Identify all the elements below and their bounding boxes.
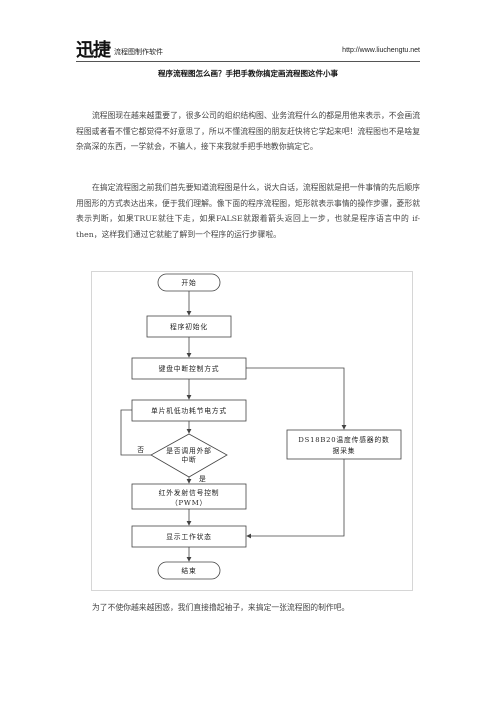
node-end-label: 结束 — [181, 566, 196, 575]
page-header: 迅捷 流程图制作软件 http://www.liuchengtu.net — [76, 36, 420, 61]
paragraph-intro: 流程图现在越来越重要了，很多公司的组织结构图、业务流程什么的都是用他来表示，不会… — [76, 111, 420, 151]
node-decision — [150, 433, 228, 478]
node-ir — [131, 483, 247, 510]
page-title: 程序流程图怎么画？手把手教你搞定画流程图这件小事 — [158, 69, 338, 78]
node-init-label: 程序初始化 — [170, 322, 208, 331]
node-ir-line1: 红外发射信号控制 — [159, 488, 220, 497]
node-end — [157, 561, 221, 580]
node-ir-line2: （PWM） — [171, 499, 207, 507]
header-divider — [76, 61, 420, 62]
flowchart: 开始 程序初始化 键盘中断控制方式 单片机低功耗节电方式 是否调用外部 中断 否… — [91, 271, 413, 591]
node-sensor-line1: DS18B20温度传感器的数 — [298, 435, 389, 444]
node-start — [157, 273, 221, 292]
arrow-sensor-display — [246, 459, 345, 539]
node-keyboard-label: 键盘中断控制方式 — [159, 364, 220, 373]
paragraph-closing: 为了不使你越来越困惑，我们直接撸起袖子，来搞定一张流程图的制作吧。 — [92, 603, 350, 612]
header-url[interactable]: http://www.liuchengtu.net — [342, 47, 420, 54]
node-display — [131, 525, 247, 548]
paragraph-definition: 在搞定流程图之前我们首先要知道流程图是什么，说大白话，流程图就是把一件事情的先后… — [76, 183, 420, 239]
brand-logo: 迅捷 — [76, 40, 111, 61]
label-yes: 是 — [199, 475, 207, 483]
node-init — [146, 315, 232, 338]
arrow-to-sensor — [246, 367, 347, 430]
brand-subtitle: 流程图制作软件 — [114, 48, 163, 56]
label-no: 否 — [137, 446, 145, 454]
node-decision-line1: 是否调用外部 — [166, 446, 212, 455]
node-decision-line2: 中断 — [181, 455, 196, 464]
node-lowpower — [131, 399, 247, 422]
node-display-label: 显示工作状态 — [166, 532, 212, 541]
node-sensor-line2: 据采集 — [333, 446, 356, 455]
node-keyboard — [131, 357, 247, 380]
node-sensor — [286, 429, 402, 460]
node-lowpower-label: 单片机低功耗节电方式 — [151, 406, 227, 415]
node-start-label: 开始 — [181, 278, 196, 287]
